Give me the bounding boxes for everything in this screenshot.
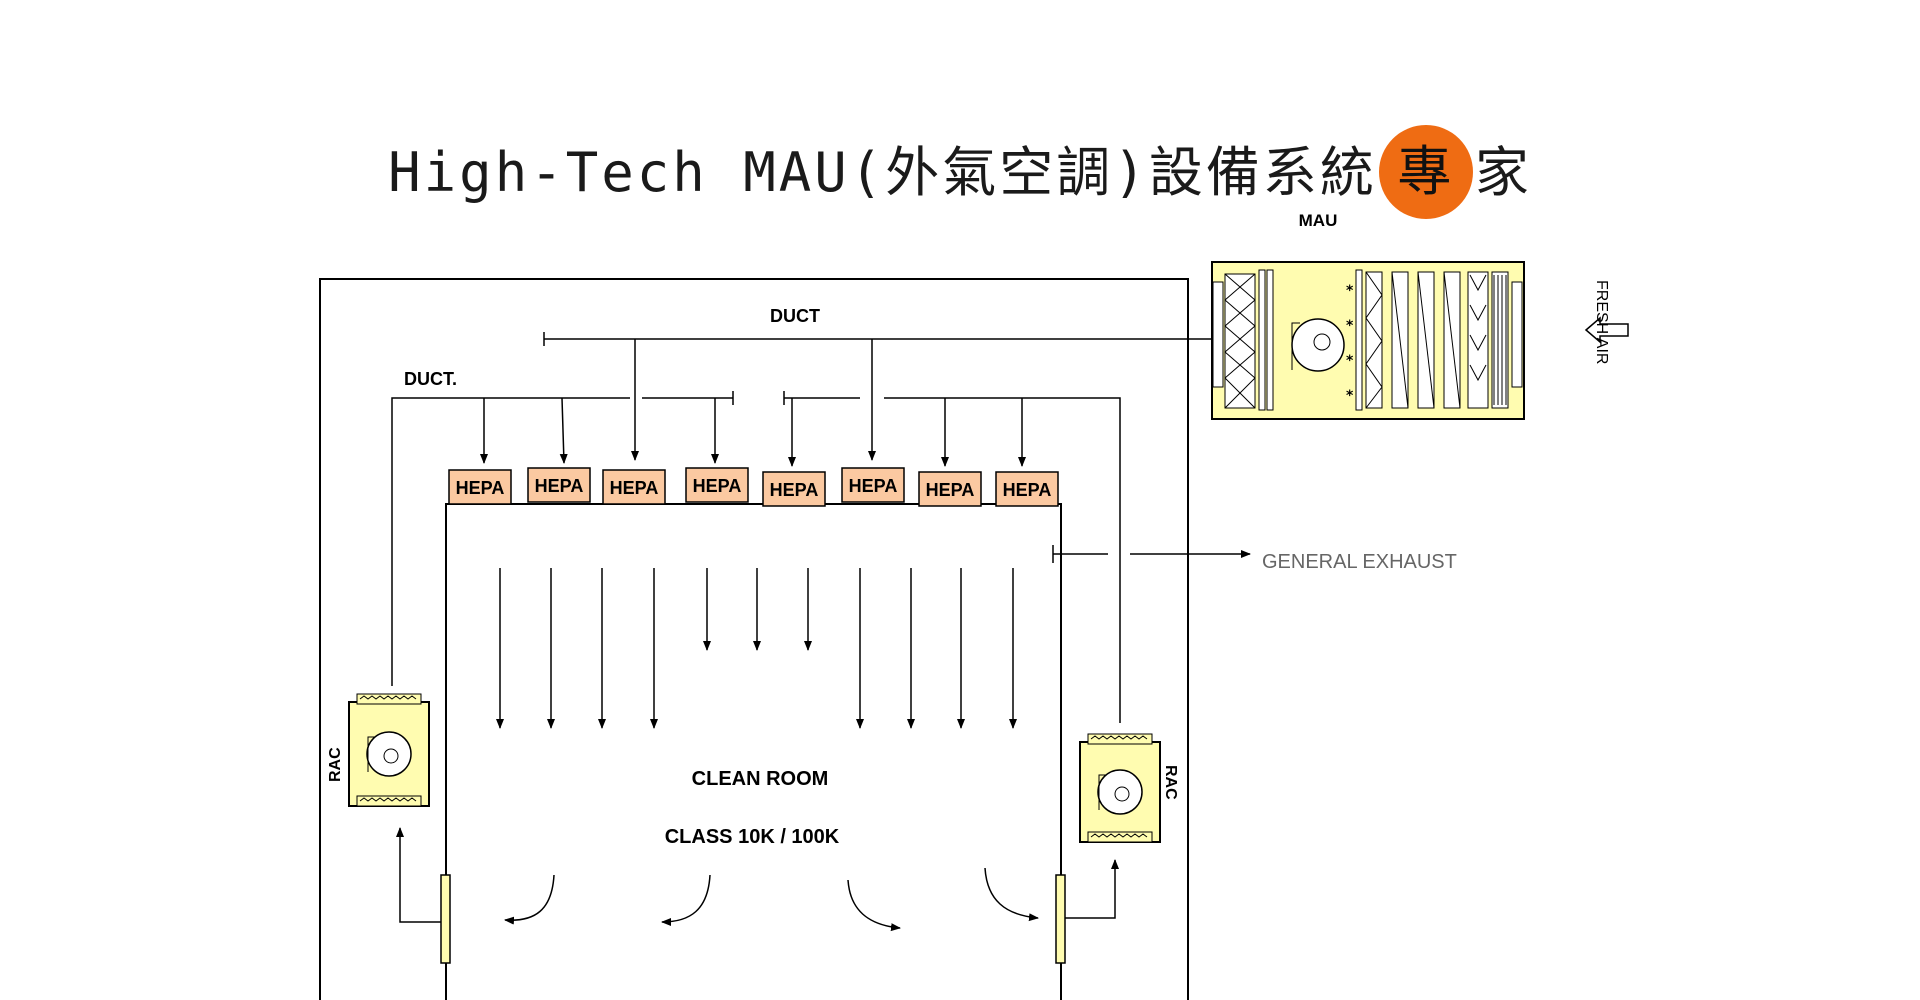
title-prefix: High-Tech MAU(外氣空調)設備系統 <box>388 141 1377 204</box>
svg-text:*: * <box>1346 283 1354 299</box>
hepa-row: HEPA HEPA HEPA HEPA HEPA HEPA HEPA HEPA <box>448 467 1059 507</box>
clean-room-outline <box>445 503 1062 1000</box>
left-return-duct <box>391 391 734 686</box>
return-path-left <box>396 827 441 923</box>
fan-icon <box>366 731 412 777</box>
svg-text:*: * <box>1346 388 1354 404</box>
rac-right-label: RAC <box>1162 765 1179 800</box>
clean-room-label: CLEAN ROOM <box>692 768 829 790</box>
hepa-filter: HEPA <box>448 469 512 505</box>
hepa-filter: HEPA <box>762 471 826 507</box>
return-grille-left <box>440 874 451 964</box>
downflow-arrows <box>496 568 1017 729</box>
rac-unit-right <box>1079 733 1161 843</box>
svg-text:*: * <box>1346 318 1354 334</box>
duct-label: DUCT <box>770 306 820 326</box>
svg-text:HEPA: HEPA <box>1003 480 1052 500</box>
fan-icon <box>1097 769 1143 815</box>
return-path-right <box>1065 859 1119 919</box>
svg-text:HEPA: HEPA <box>610 478 659 498</box>
duct-left-label: DUCT. <box>404 369 457 389</box>
rac-left-label: RAC <box>327 747 344 782</box>
hepa-filter: HEPA <box>918 471 982 507</box>
return-flow-arrows <box>504 867 1039 932</box>
svg-text:HEPA: HEPA <box>926 480 975 500</box>
svg-text:HEPA: HEPA <box>456 478 505 498</box>
return-grille-right <box>1055 874 1066 964</box>
svg-text:HEPA: HEPA <box>849 476 898 496</box>
fan-icon <box>1291 318 1345 372</box>
title-suffix: 家 <box>1474 141 1532 204</box>
svg-text:HEPA: HEPA <box>693 476 742 496</box>
hepa-filter: HEPA <box>602 469 666 505</box>
main-duct <box>543 332 1212 461</box>
general-exhaust-label: GENERAL EXHAUST <box>1262 551 1457 573</box>
title-highlight-badge: 專 <box>1378 125 1473 220</box>
right-return-duct <box>783 391 1121 723</box>
plant-room-outline <box>319 278 1189 1000</box>
svg-text:HEPA: HEPA <box>535 476 584 496</box>
mau-unit: * * * * <box>1211 261 1525 420</box>
fresh-air-arrow-icon <box>1584 316 1629 344</box>
page-title: High-Tech MAU(外氣空調)設備系統專家 <box>0 125 1920 223</box>
fresh-air-label: FRESH AIR <box>1593 280 1610 364</box>
hepa-filter: HEPA <box>995 471 1059 507</box>
svg-text:*: * <box>1346 353 1354 369</box>
class-label: CLASS 10K / 100K <box>665 826 840 848</box>
mau-label: MAU <box>1299 211 1338 230</box>
svg-text:HEPA: HEPA <box>770 480 819 500</box>
hepa-filter: HEPA <box>685 467 749 503</box>
rac-unit-left <box>348 693 430 807</box>
hepa-filter: HEPA <box>527 467 591 503</box>
general-exhaust-duct <box>1052 545 1251 563</box>
hepa-filter: HEPA <box>841 467 905 503</box>
